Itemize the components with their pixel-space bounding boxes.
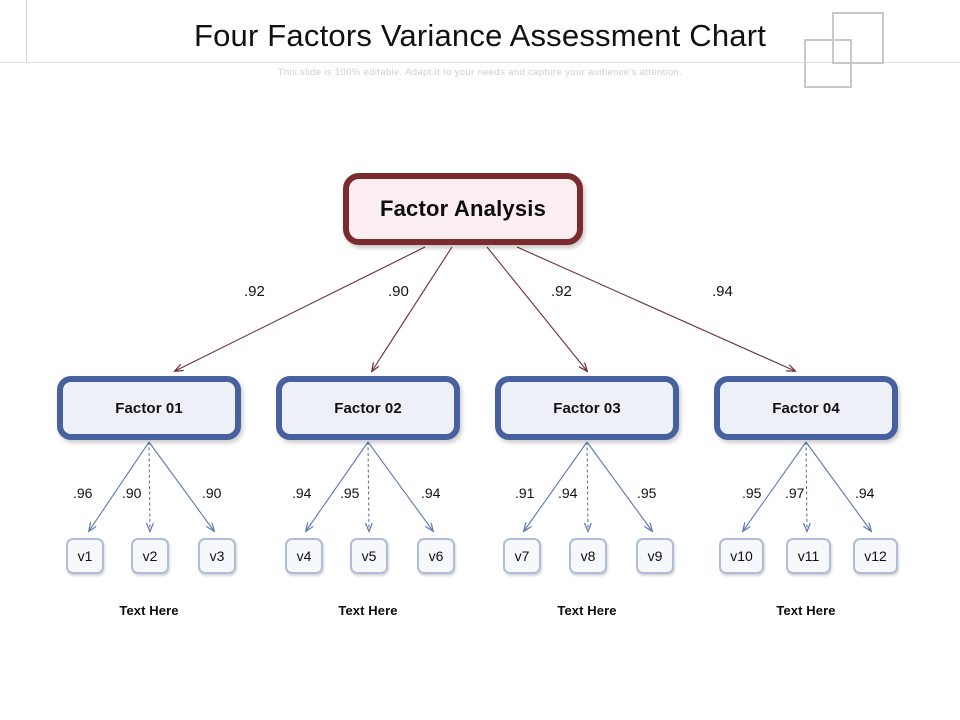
edge-root-to-factor-1	[175, 246, 426, 371]
node-v4[interactable]: v4	[285, 538, 323, 574]
node-v11[interactable]: v11	[786, 538, 831, 574]
node-v6-label: v6	[428, 548, 444, 564]
edge-weight-v11: .97	[785, 485, 805, 501]
edge-weight-v2: .90	[122, 485, 142, 501]
node-factor-01-label: Factor 01	[115, 399, 183, 417]
caption-factor-02: Text Here	[338, 603, 398, 618]
edge-weight-v8: .94	[558, 485, 578, 501]
caption-factor-03: Text Here	[557, 603, 617, 618]
edge-weight-v4: .94	[292, 485, 312, 501]
node-v3-label: v3	[209, 548, 225, 564]
node-factor-04[interactable]: Factor 04	[714, 376, 898, 440]
edge-factor-1-to-v2	[149, 441, 150, 531]
node-v10[interactable]: v10	[719, 538, 764, 574]
decorative-square-bottom	[804, 39, 852, 88]
edge-root-to-factor-4	[516, 246, 795, 371]
node-v12-label: v12	[864, 548, 887, 564]
node-v1-label: v1	[77, 548, 93, 564]
edge-weight-v10: .95	[742, 485, 762, 501]
edge-weight-factor-3: .92	[551, 283, 572, 300]
edge-weight-v3: .90	[202, 485, 222, 501]
node-v8-label: v8	[580, 548, 596, 564]
node-v2-label: v2	[142, 548, 158, 564]
node-v5-label: v5	[361, 548, 377, 564]
edge-root-to-factor-3	[486, 246, 587, 371]
node-v2[interactable]: v2	[131, 538, 169, 574]
node-factor-03[interactable]: Factor 03	[495, 376, 679, 440]
slide-header: Four Factors Variance Assessment Chart T…	[0, 0, 960, 95]
header-vertical-rule	[26, 0, 27, 62]
node-factor-01[interactable]: Factor 01	[57, 376, 241, 440]
node-v1[interactable]: v1	[66, 538, 104, 574]
node-factor-analysis[interactable]: Factor Analysis	[343, 173, 583, 245]
node-factor-04-label: Factor 04	[772, 399, 840, 417]
node-v11-label: v11	[797, 548, 820, 564]
node-v3[interactable]: v3	[198, 538, 236, 574]
edge-weight-v1: .96	[73, 485, 93, 501]
node-v12[interactable]: v12	[853, 538, 898, 574]
header-horizontal-rule	[0, 62, 960, 63]
edge-weight-v6: .94	[421, 485, 441, 501]
edge-weight-v7: .91	[515, 485, 535, 501]
caption-factor-04: Text Here	[776, 603, 836, 618]
node-v7[interactable]: v7	[503, 538, 541, 574]
node-v9-label: v9	[647, 548, 663, 564]
edge-factor-3-to-v8	[587, 441, 588, 531]
decorative-square-top	[832, 12, 884, 64]
node-factor-02-label: Factor 02	[334, 399, 402, 417]
factor-analysis-diagram: Factor Analysis .92 .90 .92 .94 Factor 0…	[0, 95, 960, 720]
edge-weight-v9: .95	[637, 485, 657, 501]
node-v9[interactable]: v9	[636, 538, 674, 574]
node-factor-analysis-label: Factor Analysis	[379, 196, 547, 221]
page-subtitle: This slide is 100% editable. Adapt it to…	[277, 67, 683, 78]
edge-factor-4-to-v11	[806, 441, 807, 531]
caption-factor-01: Text Here	[119, 603, 179, 618]
node-factor-03-label: Factor 03	[553, 399, 621, 417]
node-v5[interactable]: v5	[350, 538, 388, 574]
edge-weight-factor-1: .92	[244, 283, 265, 300]
node-v4-label: v4	[296, 548, 312, 564]
edge-factor-2-to-v5	[368, 441, 369, 531]
edge-weight-factor-2: .90	[388, 283, 409, 300]
edge-weight-v5: .95	[340, 485, 360, 501]
edge-weight-v12: .94	[855, 485, 875, 501]
node-v7-label: v7	[514, 548, 530, 564]
node-v10-label: v10	[730, 548, 753, 564]
node-v8[interactable]: v8	[569, 538, 607, 574]
edge-weight-factor-4: .94	[712, 283, 733, 300]
node-v6[interactable]: v6	[417, 538, 455, 574]
page-title: Four Factors Variance Assessment Chart	[193, 18, 767, 53]
decorative-squares	[800, 12, 892, 88]
edge-root-to-factor-2	[372, 246, 453, 371]
node-factor-02[interactable]: Factor 02	[276, 376, 460, 440]
